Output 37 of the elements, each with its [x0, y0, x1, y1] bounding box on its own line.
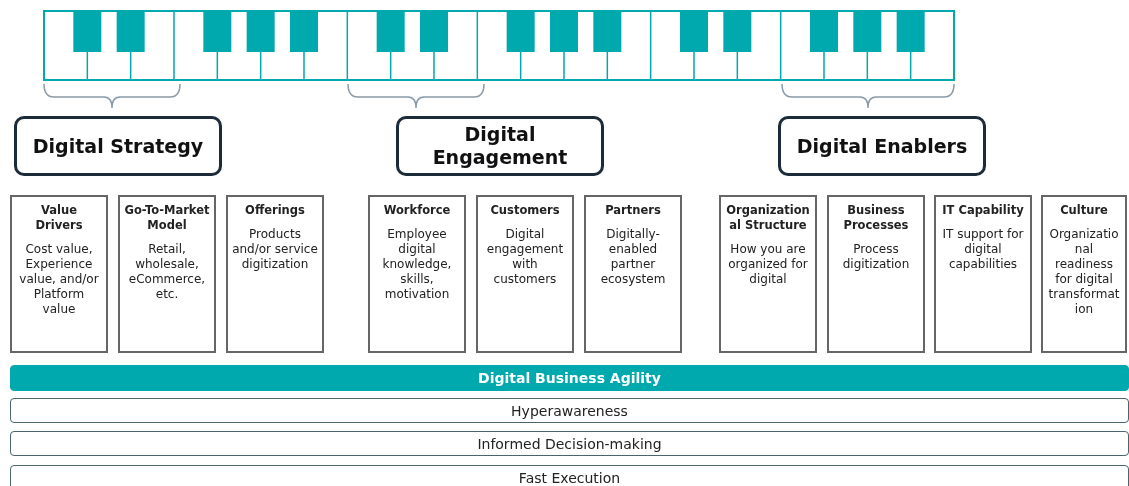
layer-band: Fast Execution [10, 465, 1129, 486]
card-heading: Business Processes [842, 203, 910, 233]
category-box: Digital Strategy [14, 116, 222, 176]
card-heading: Value Drivers [34, 203, 84, 233]
pillar-card [584, 195, 682, 353]
card-heading: Workforce [382, 203, 452, 218]
card-heading: IT Capability [941, 203, 1025, 218]
card-description: Cost value, Experience value, and/or Platform value [18, 241, 100, 317]
card-heading: Partners [604, 203, 662, 218]
category-box: Digital Enablers [778, 116, 986, 176]
card-description: Employee digital knowledge, skills, motivation [381, 226, 453, 302]
pillar-card [476, 195, 574, 353]
layer-band: Informed Decision-making [10, 431, 1129, 456]
card-description: Digitally-enabled partner ecosystem [599, 226, 667, 287]
category-box: Digital Engagement [396, 116, 604, 176]
pillar-card [226, 195, 324, 353]
pillar-card [827, 195, 925, 353]
highlight-band: Digital Business Agility [10, 365, 1129, 391]
pillar-card [719, 195, 817, 353]
pillar-card [934, 195, 1032, 353]
pillar-card [368, 195, 466, 353]
card-description: Retail, wholesale, eCommerce, etc. [127, 241, 207, 302]
pillar-card [118, 195, 216, 353]
card-description: How you are organized for digital [727, 241, 809, 287]
card-heading: Customers [489, 203, 561, 218]
card-description: IT support for digital capabilities [941, 226, 1025, 272]
pillar-card [10, 195, 108, 353]
card-heading: Organizational Structure [725, 203, 811, 233]
card-description: Process digitization [841, 241, 911, 272]
pillar-card [1041, 195, 1127, 353]
card-heading: Culture [1059, 203, 1109, 218]
card-description: Digital engagement with customers [485, 226, 565, 287]
card-heading: Offerings [244, 203, 306, 218]
card-description: Organizational readiness for digital transformation [1047, 226, 1121, 317]
layer-band: Hyperawareness [10, 398, 1129, 423]
card-heading: Go-To-Market Model [124, 203, 210, 233]
card-description: Products and/or service digitization [232, 226, 318, 272]
